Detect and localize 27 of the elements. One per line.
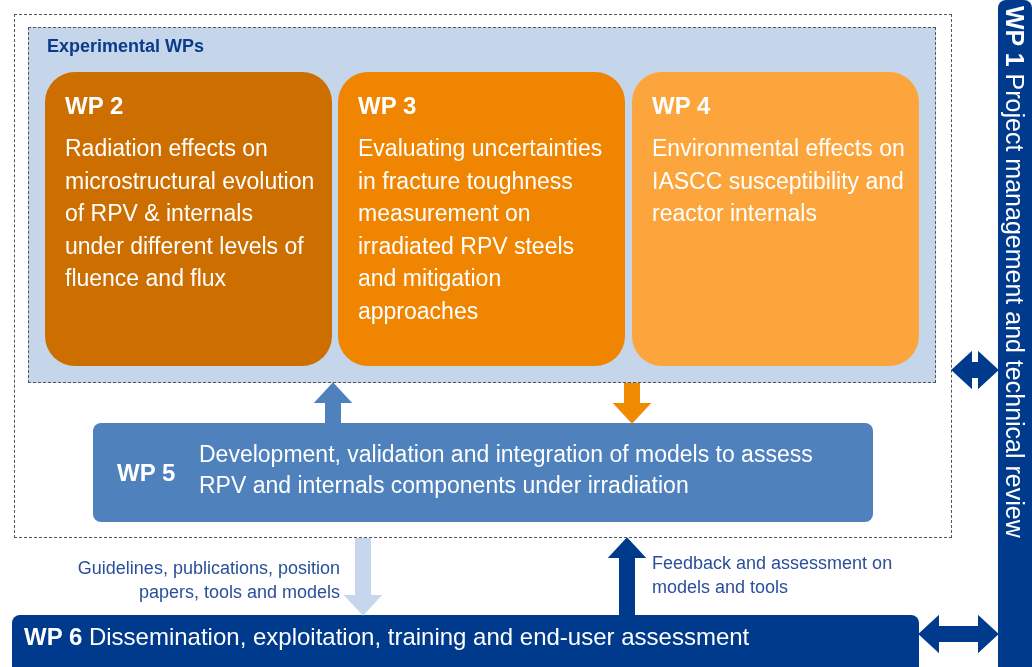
block-arrow xyxy=(951,350,999,390)
group-panel xyxy=(28,27,936,383)
package-number: WP 4 xyxy=(652,92,712,120)
package-title: WP 6 Dissemination, exploitation, training and end-user assessment xyxy=(24,623,750,651)
edge-label: Guidelines, publications, position papers, tools and models xyxy=(76,557,340,604)
package-number: WP 5 xyxy=(117,459,176,487)
work-package-bar xyxy=(998,0,1032,667)
package-number: WP 3 xyxy=(358,92,418,120)
edge-label: Feedback and assessment on models and tools xyxy=(652,552,894,599)
block-arrow xyxy=(313,382,353,423)
block-arrow xyxy=(918,614,999,654)
block-arrow xyxy=(612,383,652,424)
package-description: Evaluating uncertainties in fracture toughness measurement on irradiated RPV steels and mitigation approaches xyxy=(358,134,604,326)
work-package-box xyxy=(632,72,919,366)
work-package-box xyxy=(338,72,625,366)
work-package-bar xyxy=(12,615,919,667)
block-arrow xyxy=(607,537,647,615)
group-heading: Experimental WPs xyxy=(47,36,205,57)
block-arrow xyxy=(343,538,383,616)
package-description: Radiation effects on microstructural evolution of RPV & internals under different levels of fluence and flux xyxy=(65,134,316,293)
dashed-frame xyxy=(14,14,952,538)
work-package-box xyxy=(45,72,332,366)
package-description: Environmental effects on IASCC susceptibility and reactor internals xyxy=(652,134,905,228)
package-title: WP 1 Project management and technical review xyxy=(1000,6,1030,538)
package-description: Development, validation and integration of models to assess RPV and internals components under irradiation xyxy=(199,440,814,500)
package-number: WP 2 xyxy=(65,92,125,120)
work-package-box xyxy=(93,423,873,522)
